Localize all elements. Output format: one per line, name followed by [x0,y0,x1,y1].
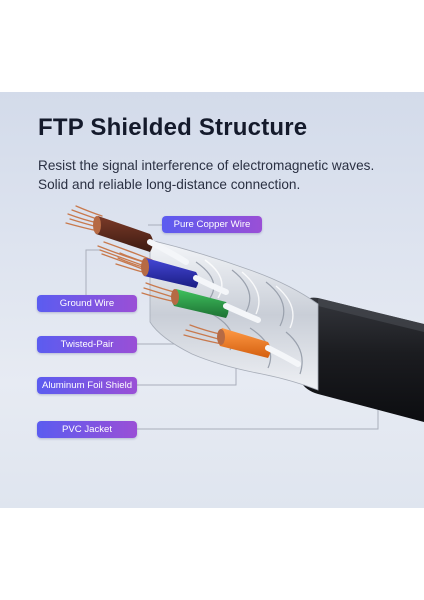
aluminum-foil-shape [149,239,319,391]
page-title: FTP Shielded Structure [38,114,308,141]
blue-pair-shape [115,252,199,288]
label-ground-wire: Ground Wire [37,295,137,312]
subtitle-line-1: Resist the signal interference of electr… [38,158,375,173]
orange-pair-shape [183,324,271,358]
label-pvc-jacket: PVC Jacket [37,421,137,438]
brown-pair-shape [65,205,153,252]
leader-pvc [137,407,379,430]
label-twisted-pair: Twisted-Pair [37,336,137,353]
subtitle-line-2: Solid and reliable long-distance connect… [38,177,301,192]
label-pure-copper-wire: Pure Copper Wire [162,216,262,233]
product-banner: FTP Shielded Structure Resist the signal… [0,92,424,508]
twisted-pair-white-wires [147,239,301,367]
label-aluminum-foil-shield: Aluminum Foil Shield [37,377,137,394]
green-pair-shape [141,282,229,318]
cable-illustration [65,205,424,430]
pvc-jacket-shape [296,297,424,422]
leader-foil [137,368,237,386]
